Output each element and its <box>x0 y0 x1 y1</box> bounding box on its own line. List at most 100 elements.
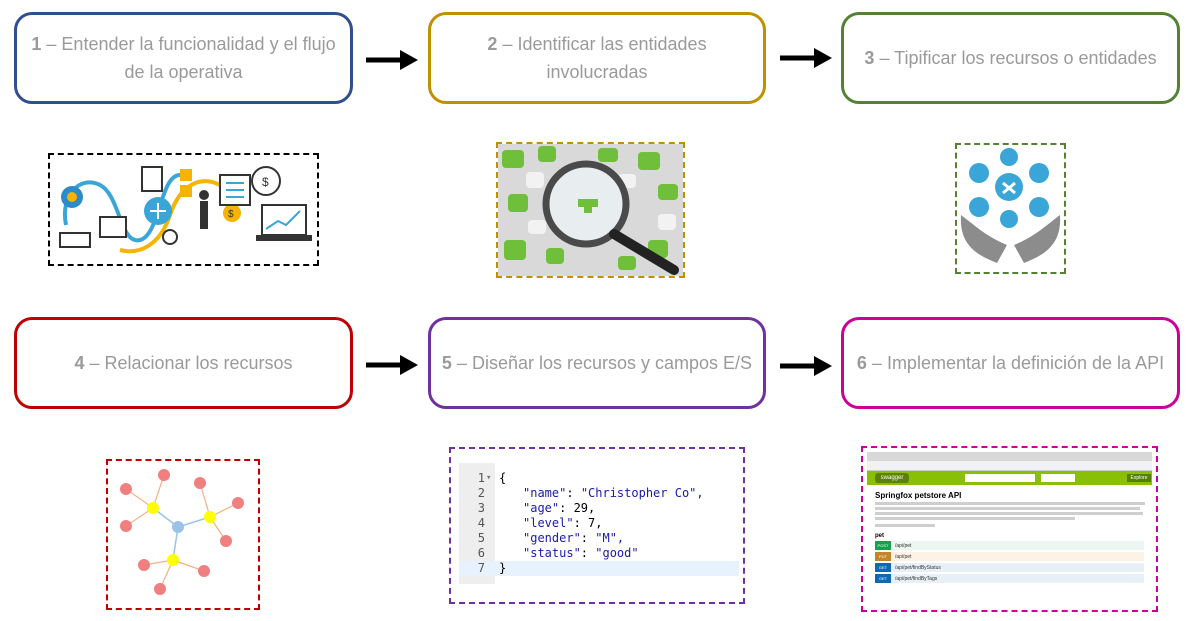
step-5-text: Diseñar los recursos y campos E/S <box>471 353 753 373</box>
code-editor: 1 ▾ { 2 "name": "Christopher Co", 3 "age… <box>459 463 739 584</box>
resource-graph-illustration <box>106 459 260 610</box>
code-text: "level": 7, <box>523 516 603 530</box>
step-5-box: 5 – Diseñar los recursos y campos E/S <box>428 317 766 409</box>
swagger-key-input[interactable] <box>1041 474 1075 482</box>
step-4-number: 4 <box>74 353 85 373</box>
swagger-header: swagger Explore <box>867 471 1152 485</box>
code-text: "name": "Christopher Co", <box>523 486 704 500</box>
verb-badge: PUT <box>875 552 891 561</box>
line-number: 7 <box>477 561 485 575</box>
step-1-number: 1 <box>31 34 42 54</box>
description-line <box>875 524 935 527</box>
verb-badge: GET <box>875 563 891 572</box>
step-3-box: 3 – Tipificar los recursos o entidades <box>841 12 1180 104</box>
swagger-page: swagger Explore Springfox petstore API p… <box>867 452 1152 606</box>
svg-text:$: $ <box>228 209 234 220</box>
arrow-1-to-2 <box>366 50 418 70</box>
code-line: 1 ▾ { <box>459 471 739 486</box>
step-6-sep: – <box>866 353 887 373</box>
step-6-box: 6 – Implementar la definición de la API <box>841 317 1180 409</box>
json-key: "gender" <box>523 531 581 545</box>
line-number: 2 <box>477 486 485 500</box>
swagger-url-input[interactable] <box>965 474 1035 482</box>
arrow-2-to-3 <box>780 48 832 68</box>
operation-row[interactable]: POST /api/pet <box>875 541 1144 550</box>
json-value: 29, <box>573 501 596 515</box>
verb-badge: GET <box>875 574 891 583</box>
swagger-logo: swagger <box>875 473 909 483</box>
json-key: "name" <box>523 486 567 500</box>
operation-path: /api/pet <box>895 554 912 560</box>
resource-graph-icon <box>120 469 244 595</box>
magnifier-puzzle-illustration <box>496 142 685 278</box>
code-line: 5 "gender": "M", <box>459 531 739 546</box>
step-3-text: Tipificar los recursos o entidades <box>894 48 1157 68</box>
description-line <box>875 507 1140 510</box>
section-pet[interactable]: pet <box>875 533 884 539</box>
step-3-label: 3 – Tipificar los recursos o entidades <box>864 44 1156 72</box>
code-text: "status": "good" <box>523 546 639 560</box>
step-3-sep: – <box>874 48 895 68</box>
step-1-label: 1 – Entender la funcionalidad y el flujo… <box>27 30 340 86</box>
code-line: 6 "status": "good" <box>459 546 739 561</box>
step-4-text: Relacionar los recursos <box>104 353 293 373</box>
step-2-number: 2 <box>487 34 498 54</box>
step-4-sep: – <box>84 353 105 373</box>
arrow-5-to-6 <box>780 356 832 376</box>
svg-text:$: $ <box>262 175 269 189</box>
description-line <box>875 517 1075 520</box>
description-line <box>875 502 1145 505</box>
step-2-sep: – <box>497 34 518 54</box>
step-2-box: 2 – Identificar las entidades involucrad… <box>428 12 766 104</box>
code-text: } <box>499 561 507 575</box>
code-line: 2 "name": "Christopher Co", <box>459 486 739 501</box>
code-line: 4 "level": 7, <box>459 516 739 531</box>
step-4-label: 4 – Relacionar los recursos <box>74 349 292 377</box>
step-3-number: 3 <box>864 48 875 68</box>
business-process-icon: $ $ <box>59 166 312 254</box>
json-key: "age" <box>523 501 560 515</box>
operation-path: /api/pet/findByTags <box>895 576 938 582</box>
code-text: { <box>499 471 507 485</box>
step-2-label: 2 – Identificar las entidades involucrad… <box>441 30 753 86</box>
step-5-label: 5 – Diseñar los recursos y campos E/S <box>442 349 752 377</box>
json-value: "Christopher Co", <box>580 486 704 500</box>
operation-row[interactable]: GET /api/pet/findByStatus <box>875 563 1144 572</box>
swagger-ui-screenshot: swagger Explore Springfox petstore API p… <box>861 446 1158 612</box>
operation-path: /api/pet/findByStatus <box>895 565 941 571</box>
operation-row[interactable]: PUT /api/pet <box>875 552 1144 561</box>
step-6-label: 6 – Implementar la definición de la API <box>857 349 1164 377</box>
line-number: 3 <box>477 501 485 515</box>
line-number: 1 <box>477 471 485 485</box>
swagger-title: Springfox petstore API <box>875 491 962 500</box>
step-1-text: Entender la funcionalidad y el flujo de … <box>61 34 336 82</box>
code-line: 3 "age": 29, <box>459 501 739 516</box>
step-4-box: 4 – Relacionar los recursos <box>14 317 353 409</box>
json-value: "good" <box>595 546 639 560</box>
browser-tabbar <box>867 452 1152 461</box>
browser-url-bar <box>867 461 1152 471</box>
step-6-text: Implementar la definición de la API <box>886 353 1165 373</box>
step-2-text: Identificar las entidades involucradas <box>517 34 707 82</box>
json-key: "level" <box>523 516 574 530</box>
code-line-active[interactable]: 7 } <box>459 561 739 576</box>
operation-row[interactable]: GET /api/pet/findByTags <box>875 574 1144 583</box>
explore-button[interactable]: Explore <box>1127 474 1151 482</box>
magnifier-puzzle-icon <box>498 144 683 276</box>
verb-badge: POST <box>875 541 891 550</box>
step-5-number: 5 <box>441 353 452 373</box>
line-number: 4 <box>477 516 485 530</box>
line-number: 6 <box>477 546 485 560</box>
hands-resources-icon <box>960 148 1061 263</box>
code-text: "gender": "M", <box>523 531 625 545</box>
step-1-sep: – <box>41 34 62 54</box>
arrow-4-to-5 <box>366 355 418 375</box>
json-value: 7, <box>588 516 603 530</box>
hands-holding-resources-illustration <box>955 143 1066 274</box>
step-1-box: 1 – Entender la funcionalidad y el flujo… <box>14 12 353 104</box>
description-line <box>875 512 1143 515</box>
business-process-illustration: $ $ <box>48 153 319 266</box>
fold-icon[interactable]: ▾ <box>486 473 492 483</box>
step-5-sep: – <box>451 353 472 373</box>
json-key: "status" <box>523 546 581 560</box>
